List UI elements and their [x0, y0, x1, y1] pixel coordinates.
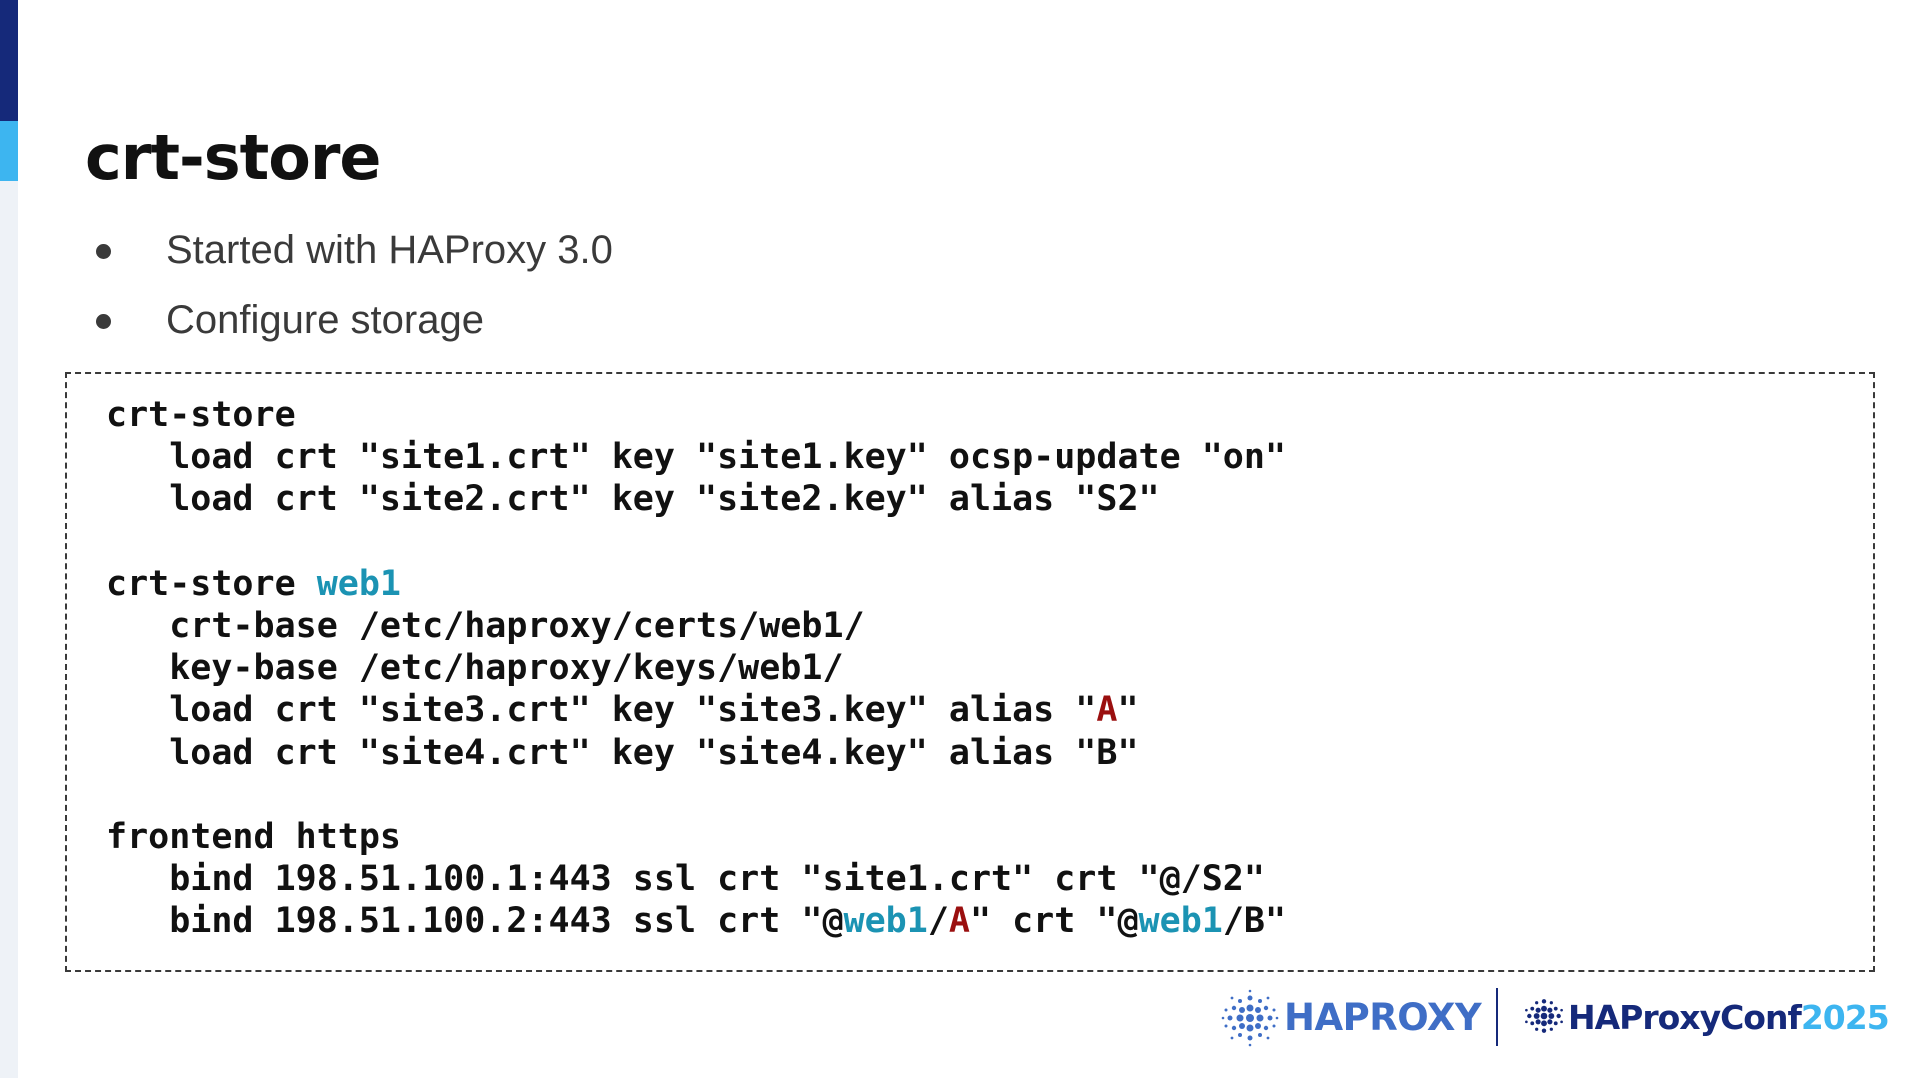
code-line: load crt "site2.crt" key "site2.key" ali… [106, 479, 1160, 520]
haproxyconf-name: HAProxyConf [1568, 998, 1802, 1037]
code-token: load crt "site1.crt" key "site1.key" ocs… [106, 437, 1287, 478]
code-token: frontend https [106, 817, 402, 858]
left-accent-dark [0, 0, 18, 121]
left-accent-strip [0, 0, 18, 1078]
code-line: bind 198.51.100.2:443 ssl crt "@web1/A" … [106, 901, 1286, 941]
code-token: web1 [316, 563, 402, 604]
code-token: web1 [843, 901, 928, 942]
code-content: crt-store load crt "site1.crt" key "site… [106, 394, 1286, 943]
code-token: /B" [1222, 901, 1287, 942]
code-line: load crt "site1.crt" key "site1.key" ocs… [106, 437, 1286, 477]
slide-title: crt-store [85, 121, 381, 194]
code-line: crt-store web1 [106, 564, 401, 604]
haproxyconf-logo-text: HAProxyConf2025 [1568, 998, 1890, 1037]
bullet-dot [96, 314, 111, 329]
code-line: crt-base /etc/haproxy/certs/web1/ [106, 606, 865, 647]
code-token: " crt "@ [969, 901, 1139, 942]
code-token: / [927, 901, 949, 942]
code-token: A [1096, 690, 1118, 731]
bullet-text: Configure storage [166, 298, 484, 342]
code-token: load crt "site2.crt" key "site2.key" ali… [106, 479, 1160, 520]
bullet-item: Started with HAProxy 3.0 [0, 222, 800, 292]
haproxyconf-dots-icon [1525, 999, 1563, 1033]
code-token: load crt "site4.crt" key "site4.key" ali… [106, 732, 1139, 773]
haproxyconf-year: 2025 [1800, 998, 1890, 1037]
code-line: load crt "site4.crt" key "site4.key" ali… [106, 732, 1139, 773]
code-token: load crt "site3.crt" key "site3.key" ali… [106, 690, 1097, 731]
bullet-list: Started with HAProxy 3.0 Configure stora… [0, 222, 800, 362]
code-token: A [948, 901, 970, 942]
code-token: crt-store [106, 395, 296, 435]
code-token: key-base /etc/haproxy/keys/web1/ [106, 648, 844, 689]
bullet-text: Started with HAProxy 3.0 [166, 228, 613, 272]
bullet-item: Configure storage [0, 292, 800, 362]
code-line: key-base /etc/haproxy/keys/web1/ [106, 648, 844, 689]
code-token: bind 198.51.100.2:443 ssl crt "@ [106, 901, 844, 942]
bullet-dot [96, 244, 111, 259]
code-line: load crt "site3.crt" key "site3.key" ali… [106, 690, 1139, 731]
footer-logos: HAPROXY HAProxyConf2025 [1220, 982, 1920, 1064]
code-token: web1 [1138, 901, 1223, 942]
haproxy-dots-icon [1221, 989, 1279, 1047]
logo-divider [1496, 988, 1498, 1046]
code-line: frontend https [106, 817, 401, 857]
code-token: crt-base /etc/haproxy/certs/web1/ [106, 606, 865, 647]
code-token: crt-store [106, 563, 317, 604]
code-token: bind 198.51.100.1:443 ssl crt "site1.crt… [106, 859, 1265, 900]
code-line: bind 198.51.100.1:443 ssl crt "site1.crt… [106, 859, 1265, 899]
code-token: " [1117, 690, 1139, 731]
code-block: crt-store load crt "site1.crt" key "site… [65, 372, 1875, 972]
code-line: crt-store [106, 395, 296, 435]
haproxy-logo-text: HAPROXY [1284, 996, 1482, 1039]
left-accent-light [0, 121, 18, 181]
